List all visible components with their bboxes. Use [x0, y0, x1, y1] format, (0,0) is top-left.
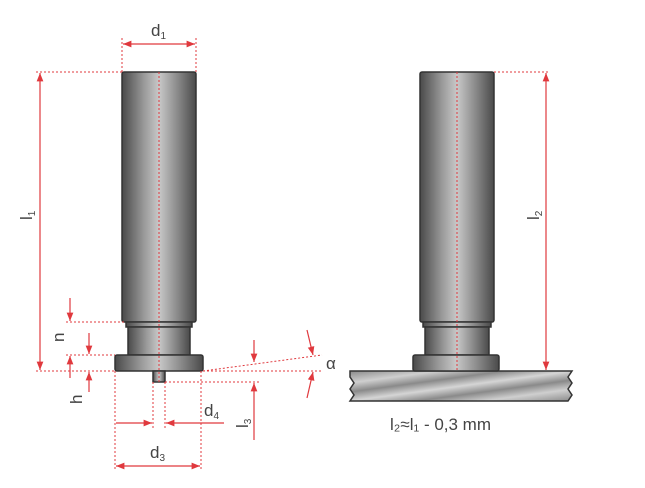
svg-text:d4: d4	[204, 401, 219, 422]
dimension-h: h	[67, 333, 93, 404]
svg-text:l2: l2	[524, 210, 545, 220]
dimension-l3: l3	[165, 340, 260, 440]
svg-text:l1: l1	[17, 210, 38, 220]
dimension-l2: l2	[494, 71, 550, 370]
base-plate	[348, 370, 574, 402]
dimension-d4: d4	[114, 371, 224, 470]
stud-left	[114, 71, 204, 383]
dimension-n: n	[49, 298, 126, 378]
dimension-l1: l1	[17, 71, 122, 372]
svg-text:h: h	[67, 395, 86, 404]
stud-flange	[412, 354, 500, 372]
stud-right-welded	[348, 71, 574, 402]
dimension-alpha: α	[202, 329, 336, 399]
svg-text:d3: d3	[150, 443, 165, 464]
svg-text:l3: l3	[233, 418, 254, 428]
dimension-d3: d3	[116, 443, 200, 470]
length-formula: l₂≈l₁ - 0,3 mm	[390, 415, 491, 434]
svg-text:d1: d1	[151, 21, 166, 42]
dimension-d1: d1	[121, 21, 197, 72]
svg-text:n: n	[49, 333, 68, 342]
svg-text:α: α	[326, 354, 336, 373]
